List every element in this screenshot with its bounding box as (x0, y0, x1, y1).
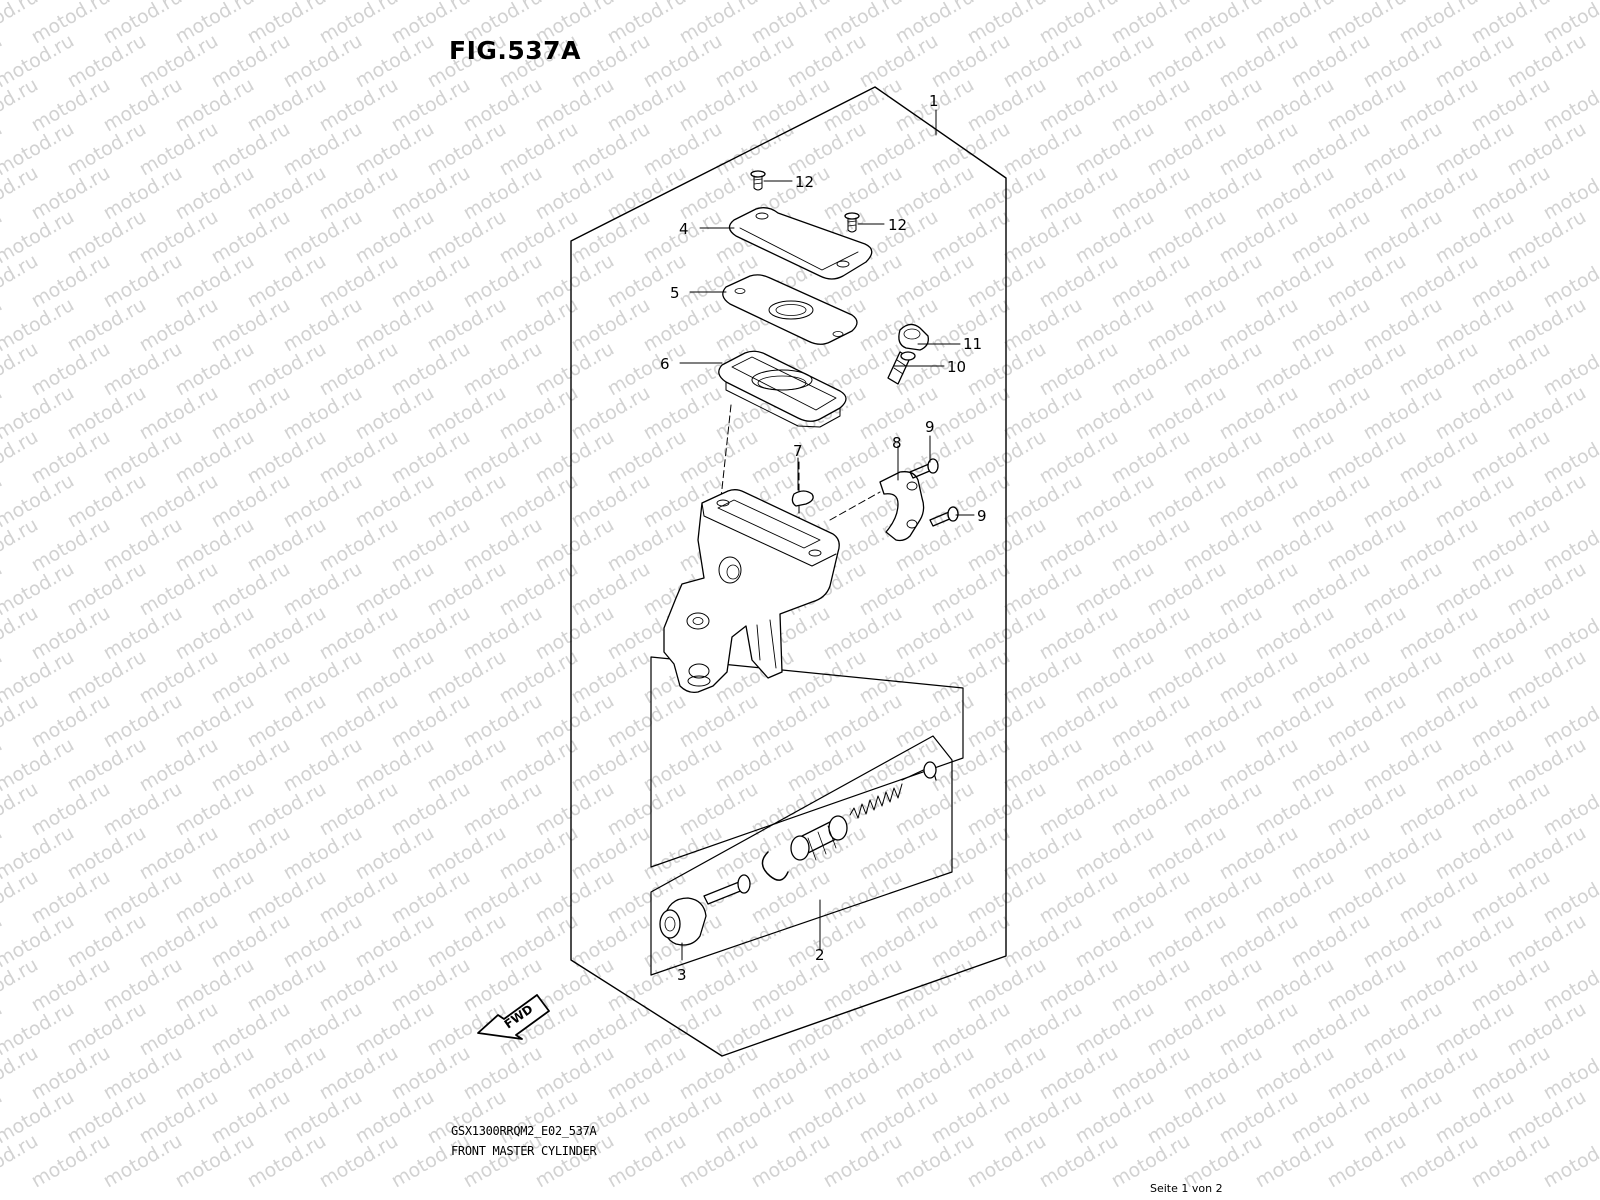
clamp-bolt (929, 506, 959, 527)
callout-6: 6 (660, 355, 670, 373)
callout-9-upper: 9 (925, 418, 935, 436)
handlebar-clamp (879, 471, 925, 542)
page-indicator: Seite 1 von 2 (1150, 1182, 1223, 1195)
bleeder-valve (887, 351, 916, 385)
circlip (761, 851, 789, 881)
alignment-line (720, 404, 732, 499)
dust-boot (659, 897, 707, 946)
hose-fitting (898, 323, 929, 351)
return-spring (849, 783, 903, 819)
piston (790, 815, 848, 861)
kit-box-front (650, 735, 953, 976)
reservoir-cap (728, 207, 873, 280)
callout-5: 5 (670, 284, 680, 302)
seal-rod (703, 874, 751, 905)
kit-box-back (650, 656, 964, 868)
assembly-frame (570, 86, 1007, 1057)
alignment-line (829, 491, 881, 521)
rod-end (923, 761, 937, 779)
figure-title: FIG.537A (449, 36, 581, 65)
diaphragm (718, 350, 847, 428)
callout-10: 10 (947, 358, 966, 376)
callout-4: 4 (679, 220, 689, 238)
clip (791, 490, 814, 507)
callout-12-upper: 12 (795, 173, 814, 191)
callout-2: 2 (815, 946, 825, 964)
diagram-caption: FRONT MASTER CYLINDER (451, 1144, 597, 1158)
callout-11: 11 (963, 335, 982, 353)
master-cylinder-body (663, 489, 840, 694)
cap-screw (750, 170, 766, 191)
callout-9-lower: 9 (977, 507, 987, 525)
leader-lines (679, 109, 975, 961)
model-code: GSX1300RRQM2_E02_537A (451, 1124, 597, 1138)
callout-1: 1 (929, 92, 939, 110)
callout-7: 7 (793, 442, 803, 460)
clamp-bolt (909, 458, 939, 479)
fwd-badge: FWD (477, 994, 550, 1040)
diaphragm-plate (722, 274, 858, 345)
callout-12-lower: 12 (888, 216, 907, 234)
cap-screw (844, 212, 860, 233)
callout-3: 3 (677, 966, 687, 984)
callout-8: 8 (892, 434, 902, 452)
